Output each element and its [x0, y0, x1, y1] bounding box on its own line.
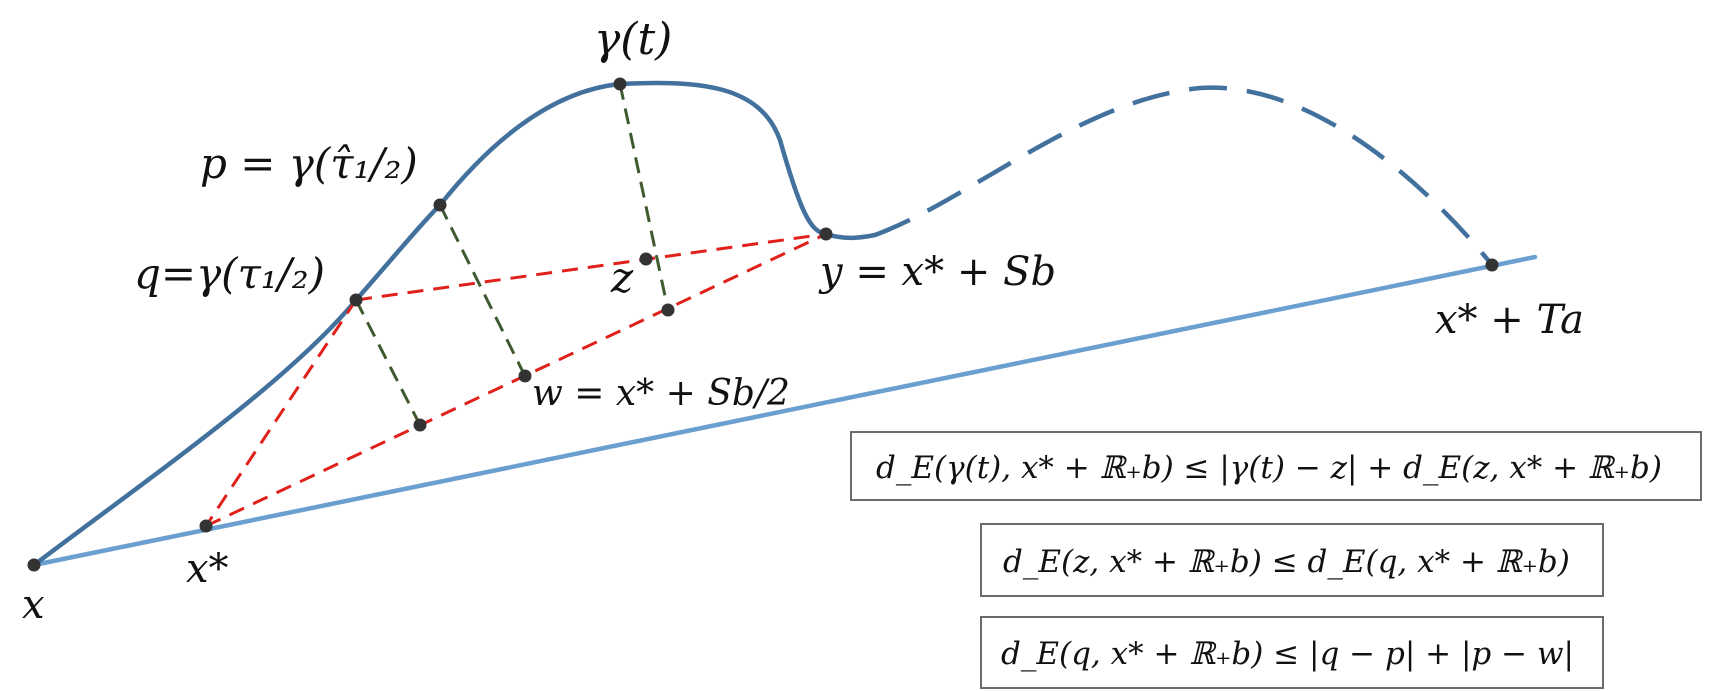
gamma-curve-dashed — [874, 85, 1494, 267]
label-x-star: x* — [186, 546, 229, 592]
red-line-q-y — [355, 232, 827, 302]
red-dashed-lines — [204, 232, 827, 528]
point-q — [349, 293, 363, 307]
equation-box-3: d_E(q, x* + ℝ₊b) ≤ |q − p| + |p − w| — [980, 616, 1604, 689]
point-q-foot — [413, 418, 427, 432]
baseline-ray — [31, 254, 1538, 568]
green-line-p-w — [438, 204, 527, 377]
point-p — [433, 198, 447, 212]
label-x-star-Ta: x* + Ta — [1435, 297, 1584, 343]
point-z — [639, 252, 653, 266]
points — [27, 77, 1499, 572]
equation-3-text: d_E(q, x* + ℝ₊b) ≤ |q − p| + |p − w| — [1001, 636, 1574, 672]
green-line-gamma-z — [618, 83, 670, 311]
equation-box-1: d_E(γ(t), x* + ℝ₊b) ≤ |γ(t) − z| + d_E(z… — [850, 431, 1702, 501]
green-line-q-foot — [354, 299, 422, 426]
equation-2-text: d_E(z, x* + ℝ₊b) ≤ d_E(q, x* + ℝ₊b) — [1003, 544, 1570, 580]
gamma-curve-solid — [31, 80, 878, 568]
label-q: q=γ(τ₁/₂) — [134, 249, 325, 298]
red-line-q-xstar — [204, 299, 358, 527]
label-x: x — [22, 582, 45, 628]
label-p: p = γ(τ̂₁/₂) — [200, 139, 418, 188]
point-x-star — [199, 519, 213, 533]
point-w — [518, 369, 532, 383]
point-x-star-Ta — [1485, 258, 1499, 272]
red-line-xstar-y — [205, 232, 827, 528]
label-w: w = x* + Sb/2 — [532, 373, 790, 414]
point-x — [27, 558, 41, 572]
point-gamma-t — [613, 77, 627, 91]
point-y — [819, 227, 833, 241]
label-y: y = x* + Sb — [818, 249, 1056, 295]
label-z: z — [610, 253, 634, 302]
point-z-foot — [661, 303, 675, 317]
label-gamma-t: γ(t) — [594, 14, 672, 65]
green-dashed-lines — [354, 83, 670, 426]
equation-box-2: d_E(z, x* + ℝ₊b) ≤ d_E(q, x* + ℝ₊b) — [980, 523, 1604, 597]
equation-1-text: d_E(γ(t), x* + ℝ₊b) ≤ |γ(t) − z| + d_E(z… — [876, 450, 1662, 486]
